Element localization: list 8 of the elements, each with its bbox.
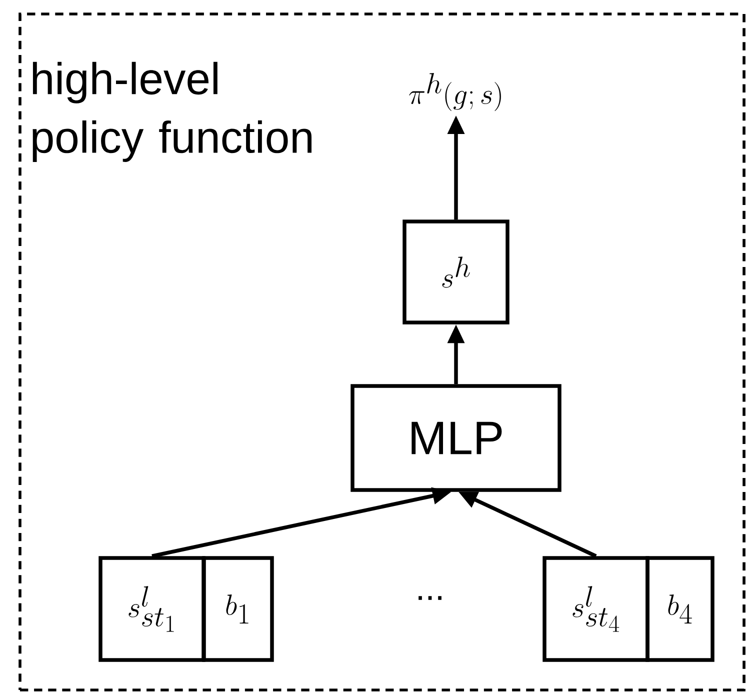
formula-text: $\pi^{h}(g; s)$ (409, 72, 501, 112)
state-box: $s^{h}$ (402, 220, 510, 324)
bias-box: $b_{1}$ (202, 556, 274, 662)
state-box: $s^{l}_{st_{1}}$ (98, 556, 206, 662)
state-box: $s^{l}_{st_{4}}$ (542, 556, 650, 662)
bias-box: $b_{4}$ (646, 556, 714, 662)
ellipsis: ... (418, 596, 442, 600)
mlp-box: MLP (350, 384, 562, 492)
